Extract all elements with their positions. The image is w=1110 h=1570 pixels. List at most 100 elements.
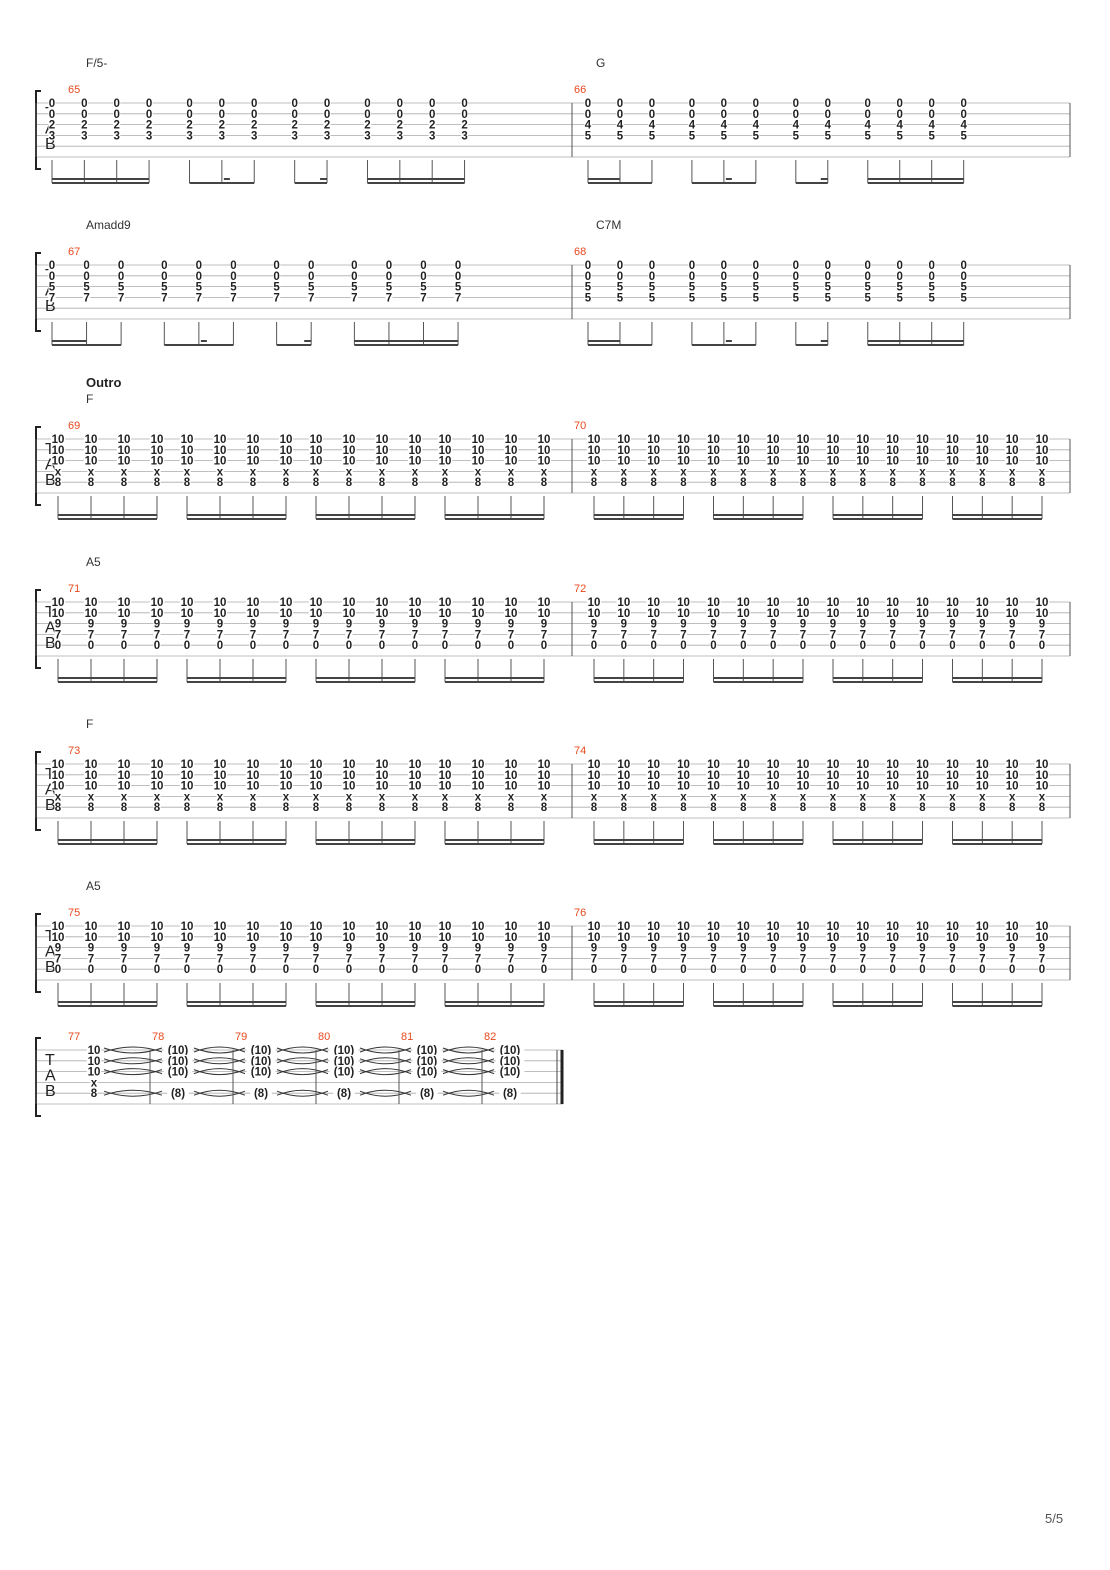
- fret-number: 7: [83, 292, 89, 304]
- fret-number: 7: [217, 629, 223, 641]
- fret-mask: [460, 97, 469, 108]
- fret-mask: [120, 963, 128, 975]
- fret-mask: [83, 768, 99, 780]
- fret-number: 0: [251, 98, 257, 110]
- fret-mask: [679, 639, 688, 651]
- fret-mask: [765, 596, 781, 607]
- fret-mask: [218, 97, 226, 108]
- fret-mask: [396, 118, 404, 130]
- fret-number: 0: [897, 98, 903, 110]
- fret-mask: [308, 779, 324, 791]
- tie-arc: [276, 1047, 329, 1054]
- fret-number: x: [860, 466, 867, 478]
- fret-number: 10: [856, 759, 869, 771]
- fret-mask: [341, 433, 357, 444]
- fret-number: 9: [979, 619, 985, 631]
- fret-number: x: [313, 791, 320, 803]
- fret-number: 10: [677, 781, 690, 793]
- fret-number: 10: [439, 781, 452, 793]
- fret-mask: [1004, 443, 1020, 455]
- fret-mask: [1034, 606, 1050, 618]
- fret-number: 10: [181, 608, 194, 620]
- fret-number: 7: [621, 629, 627, 641]
- fret-mask: [278, 768, 294, 780]
- fret-number: 10: [797, 781, 810, 793]
- fret-number: 7: [420, 292, 426, 304]
- fret-mask: [245, 443, 261, 455]
- fret-mask: [250, 118, 258, 130]
- fret-number: x: [710, 466, 717, 478]
- fret-mask: [650, 801, 658, 813]
- fret-number: 2: [251, 120, 257, 132]
- fret-mask: [507, 801, 515, 813]
- tab-clef-letter: A: [45, 620, 56, 637]
- fret-mask: [650, 639, 658, 651]
- fret-number: 7: [475, 629, 481, 641]
- fret-number: 5: [585, 282, 592, 294]
- fret-number: 8: [860, 477, 867, 489]
- fret-number: 10: [118, 781, 131, 793]
- fret-mask: [437, 758, 453, 769]
- chord-name: C7M: [596, 218, 621, 232]
- fret-mask: [646, 920, 661, 931]
- fret-number: 0: [313, 640, 319, 652]
- fret-number: 10: [647, 759, 660, 771]
- fret-number: 10: [647, 781, 660, 793]
- fret-number: 8: [442, 477, 449, 489]
- fret-number: 0: [251, 109, 257, 121]
- bar-number: 67: [68, 246, 80, 258]
- fret-mask: [706, 930, 721, 942]
- fret-mask: [116, 443, 132, 455]
- fret-mask: [676, 920, 691, 931]
- fret-mask: [308, 596, 324, 607]
- fret-mask: [145, 97, 153, 108]
- fret-number: 7: [308, 292, 314, 304]
- fret-number: 10: [343, 608, 356, 620]
- fret-number: 10: [280, 434, 293, 446]
- fret-number: 9: [919, 619, 925, 631]
- fret-mask: [54, 639, 62, 651]
- fret-mask: [407, 443, 423, 455]
- fret-number: 4: [960, 120, 967, 132]
- fret-mask: [590, 639, 598, 651]
- fret-number: 0: [897, 271, 903, 283]
- fret-number: 0: [721, 109, 727, 121]
- fret-mask: [948, 617, 957, 629]
- fret-number: 10: [376, 921, 389, 933]
- fret-mask: [799, 801, 807, 813]
- fret-number: 7: [379, 629, 385, 641]
- fret-mask: [50, 920, 66, 931]
- fret-number: 5: [825, 292, 832, 304]
- fret-number: 0: [710, 964, 716, 976]
- fret-number: 5: [308, 282, 315, 294]
- fret-number: 9: [412, 943, 418, 955]
- fret-mask: [216, 476, 224, 488]
- fret-mask: [48, 118, 56, 130]
- fret-mask: [792, 259, 800, 270]
- fret-number: 8: [154, 802, 161, 814]
- fret-number: 10: [439, 445, 452, 457]
- tie-arc: [193, 1058, 246, 1065]
- fret-number: 10: [505, 597, 518, 609]
- fret-number: 10: [439, 434, 452, 446]
- fret-mask: [54, 801, 62, 813]
- fret-mask: [249, 801, 257, 813]
- fret-number: 0: [649, 271, 655, 283]
- fret-mask: [116, 758, 132, 769]
- fret-number: 7: [800, 953, 806, 965]
- fret-number: 10: [916, 921, 929, 933]
- fret-mask: [1038, 790, 1046, 802]
- fret-number: 10: [737, 759, 750, 771]
- fret-mask: [308, 433, 324, 444]
- fret-mask: [616, 758, 632, 769]
- fret-number: x: [541, 466, 548, 478]
- fret-mask: [978, 952, 986, 964]
- fret-number: 7: [455, 292, 461, 304]
- fret-number: 8: [889, 477, 896, 489]
- fret-number: 10: [247, 434, 260, 446]
- fret-number: 8: [475, 477, 482, 489]
- fret-mask: [470, 443, 486, 455]
- fret-mask: [470, 758, 486, 769]
- bar-number: 74: [574, 745, 586, 757]
- fret-number: 10: [976, 608, 989, 620]
